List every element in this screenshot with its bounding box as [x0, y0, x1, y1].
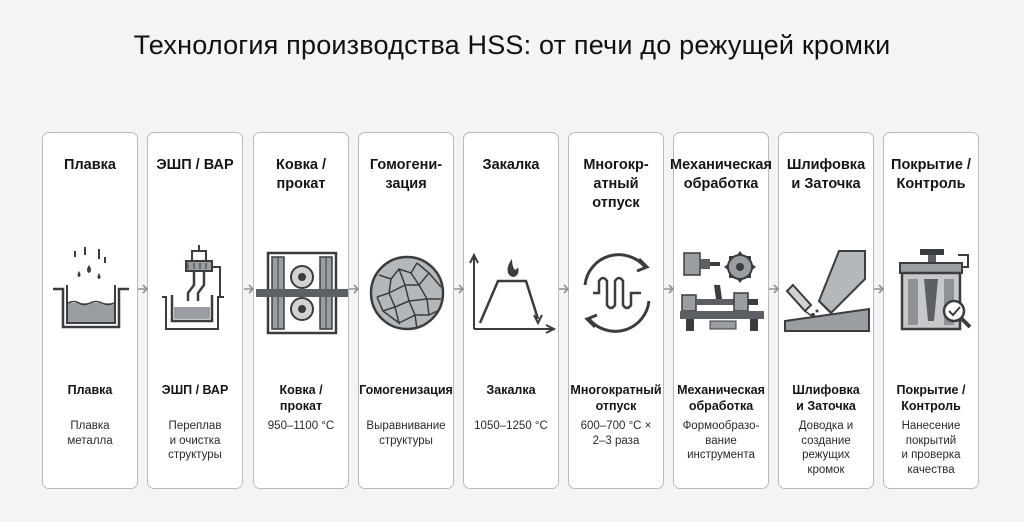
stage-card-quenching: Закалка Закалка 1050–1250 °C — [463, 132, 559, 489]
stage-label: Покрытие / Контроль — [896, 383, 966, 413]
stage-desc: Нанесение покрытий и проверка качества — [901, 420, 961, 476]
stage-label: Шлифовка и Заточка — [792, 383, 860, 413]
flow-arrow-icon — [242, 282, 256, 296]
stage-card-tempering: Многокр- атный отпуск Многократный отпус… — [568, 132, 664, 489]
page-title: Технология производства HSS: от печи до … — [133, 30, 891, 60]
flow-arrow-icon — [452, 282, 466, 296]
grinding-icon — [779, 245, 875, 341]
stage-title: Закалка — [482, 157, 540, 173]
coating-inspection-icon — [884, 245, 980, 341]
stage-card-remelting: ЭШП / ВАР ЭШП / ВАР Переплав и очистка с… — [147, 132, 243, 489]
stage-desc: Плавка металла — [67, 420, 113, 447]
remelting-furnace-icon — [148, 245, 244, 341]
stage-card-coating: Покрытие / Контроль Покрытие / Контроль … — [883, 132, 979, 489]
stage-label: Механическая обработка — [677, 383, 765, 413]
melting-pot-icon — [43, 245, 139, 341]
stage-desc: Выравнивание структуры — [366, 420, 446, 447]
stage-label: Ковка / прокат — [279, 383, 323, 413]
flow-arrow-icon — [662, 282, 676, 296]
stage-desc: 600–700 °C × 2–3 раза — [580, 420, 652, 447]
stage-card-melting: Плавка Плавка Плавка металла — [42, 132, 138, 489]
stage-desc: Доводка и создание режущих кромок — [798, 420, 854, 476]
stage-label: Закалка — [486, 383, 536, 397]
stage-title: Гомогени- зация — [369, 157, 443, 192]
stage-label: Плавка — [67, 383, 113, 397]
grain-structure-icon — [359, 245, 455, 341]
stage-title: Ковка / прокат — [276, 157, 326, 192]
stage-card-machining: Механическая обработка Механическая обра… — [670, 132, 772, 489]
stage-card-homogenization: Гомогени- зация Гомогениза — [358, 132, 454, 489]
stage-title: Покрытие / Контроль — [891, 157, 971, 192]
flow-arrow-icon — [557, 282, 571, 296]
stage-title: Плавка — [64, 157, 116, 173]
stage-desc: 950–1100 °C — [267, 420, 335, 432]
flow-arrow-icon — [872, 282, 886, 296]
rolling-mill-icon — [254, 245, 350, 341]
stage-desc: Формообразо- вание инструмента — [682, 420, 760, 461]
stage-title: Многокр- атный отпуск — [583, 157, 649, 211]
stage-card-grinding: Шлифовка и Заточка Шлифовка и Заточка До… — [778, 132, 874, 489]
stage-title: ЭШП / ВАР — [156, 157, 234, 173]
flow-arrow-icon — [136, 282, 150, 296]
stage-label: Гомогенизация — [359, 383, 453, 397]
stage-label: ЭШП / ВАР — [161, 383, 229, 397]
stage-desc: Переплав и очистка структуры — [168, 420, 222, 461]
quench-curve-icon — [464, 245, 560, 341]
stage-desc: 1050–1250 °C — [474, 420, 548, 432]
tempering-cycle-icon — [569, 245, 665, 341]
flow-arrow-icon — [767, 282, 781, 296]
stage-card-forging: Ковка / прокат Ковка / прокат 950–1100 °… — [253, 132, 349, 489]
stage-label: Многократный отпуск — [570, 383, 662, 413]
flow-arrow-icon — [347, 282, 361, 296]
stage-title: Шлифовка и Заточка — [786, 157, 866, 192]
machining-lathe-icon — [674, 245, 770, 341]
stage-title: Механическая обработка — [670, 157, 772, 192]
